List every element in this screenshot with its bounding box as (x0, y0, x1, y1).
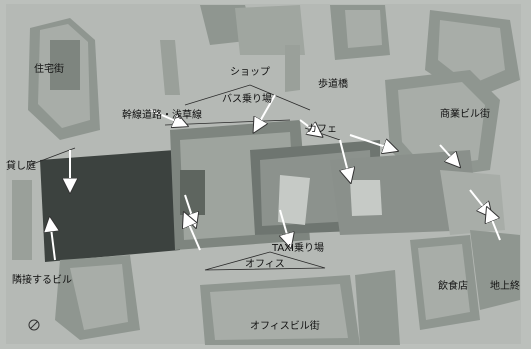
label-rental-garden: 貸し庭 (6, 161, 36, 172)
residential-building (28, 18, 100, 140)
arrow (349, 134, 395, 150)
arrow (255, 94, 276, 130)
arrows (50, 94, 501, 261)
arrow (149, 109, 185, 125)
commercial-building (385, 10, 520, 180)
adjacent-building (12, 180, 140, 340)
office-building (200, 270, 400, 345)
label-rooftop: 地上終 (490, 281, 520, 292)
arrow (488, 210, 501, 241)
top-buildings (160, 5, 390, 95)
label-trunk-road: 幹線道路・浅草線 (122, 110, 202, 121)
label-office: オフィス (245, 259, 285, 270)
arrow (339, 139, 350, 180)
label-adjacent-bldg: 隣接するビル (12, 275, 72, 286)
label-pedestrian-deck: 歩道橋 (318, 79, 348, 90)
label-bus-stop: バス乗り場 (222, 94, 272, 105)
arrow (50, 220, 55, 261)
restaurant-building (410, 230, 520, 330)
label-shop: ショップ (230, 67, 270, 78)
label-restaurant: 飲食店 (438, 281, 468, 292)
arrow (299, 119, 320, 135)
label-cafe: カフェ (307, 124, 337, 135)
circle-slash-icon (28, 319, 40, 331)
arrow (280, 209, 290, 245)
arrow (439, 144, 458, 165)
arrow (185, 215, 201, 251)
label-taxi-stand: TAXI乗り場 (272, 243, 324, 254)
label-commercial-bldg: 商業ビル街 (440, 109, 490, 120)
label-office-bldg: オフィスビル街 (250, 321, 320, 332)
label-residential: 住宅街 (34, 64, 64, 75)
